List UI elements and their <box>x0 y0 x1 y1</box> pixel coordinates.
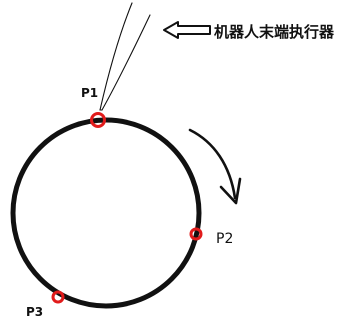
point-p3-marker <box>53 292 63 302</box>
end-effector-label: 机器人末端执行器 <box>214 23 335 41</box>
point-p3-label: P3 <box>26 305 43 319</box>
point-p1-label: P1 <box>81 86 98 100</box>
left-arrow-icon <box>164 22 210 38</box>
trajectory-circle <box>13 120 199 306</box>
point-p2-label: P2 <box>216 231 233 247</box>
end-effector-sketch <box>100 3 150 110</box>
